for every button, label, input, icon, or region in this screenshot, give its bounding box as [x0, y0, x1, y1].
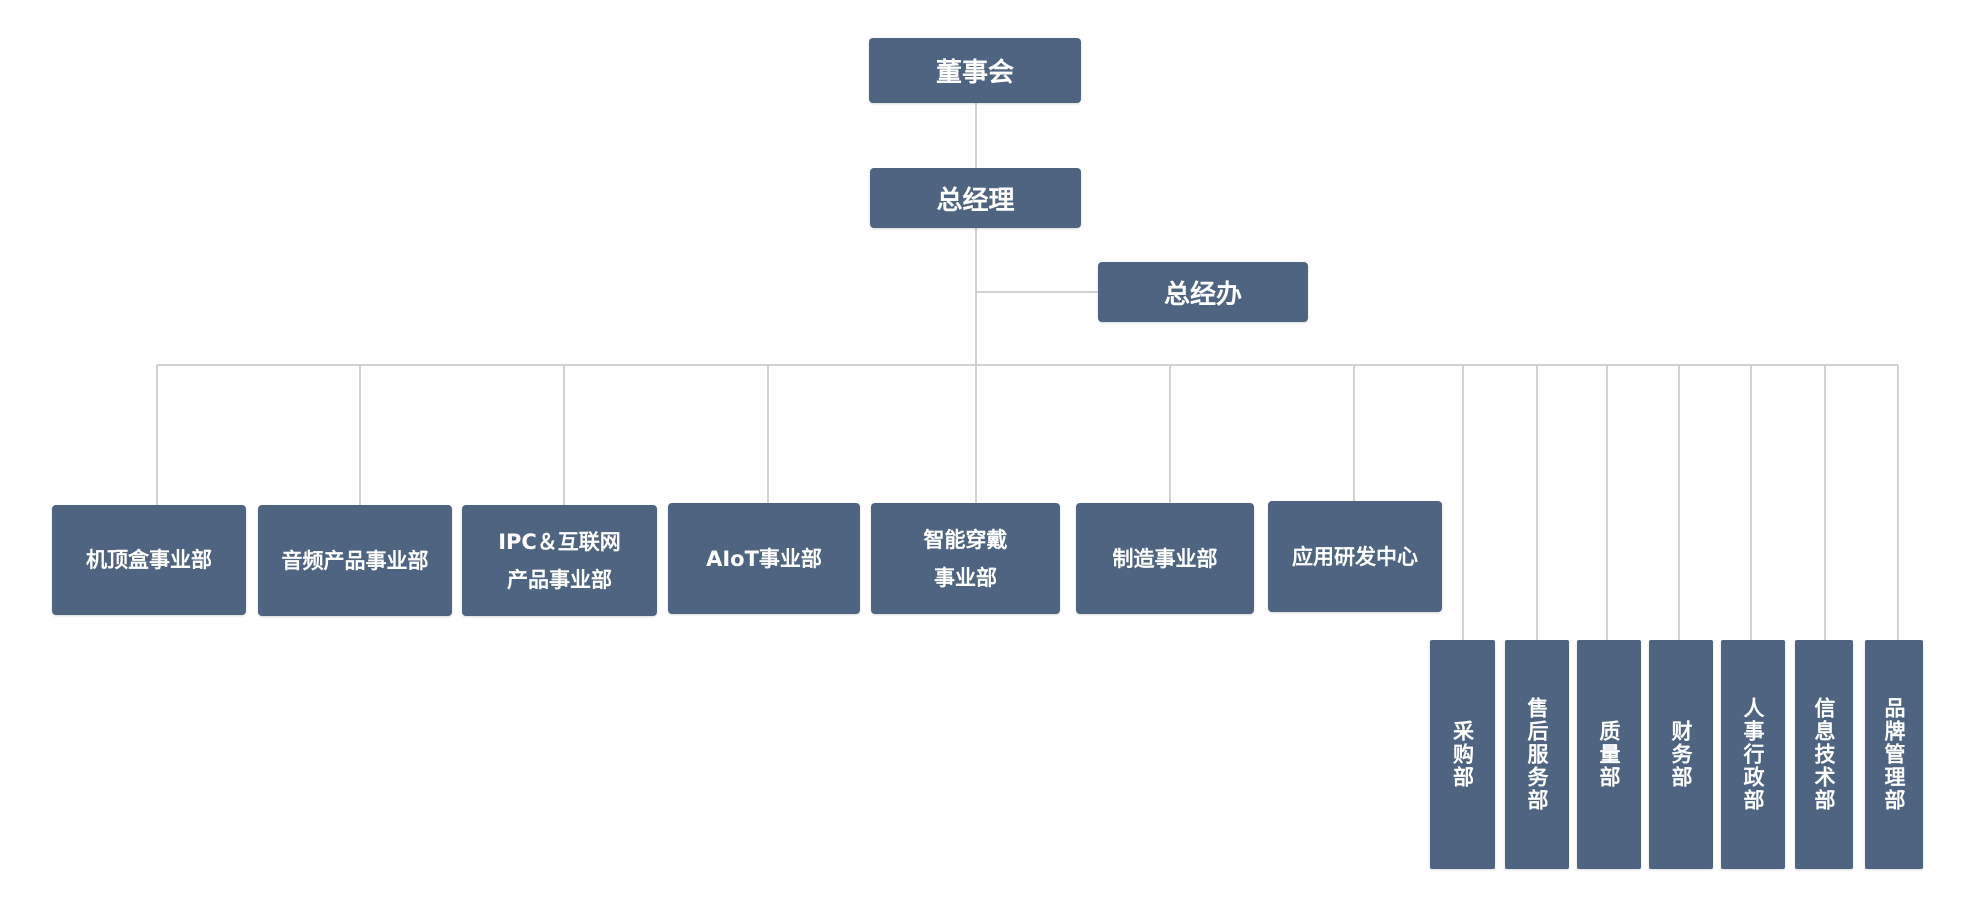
- division-label: AIoT事业部: [706, 546, 822, 571]
- division-label: 应用研发中心: [1292, 544, 1418, 569]
- node-department-it: 信息技术部: [1795, 640, 1853, 869]
- division-label-line-2: 事业部: [934, 565, 997, 590]
- node-general-manager-label: 总经理: [936, 185, 1015, 216]
- node-board: 董事会: [869, 38, 1081, 103]
- node-division-ipc-internet: IPC＆互联网 产品事业部: [462, 505, 657, 616]
- node-board-label: 董事会: [935, 58, 1014, 88]
- department-label: 品牌管理部: [1882, 697, 1906, 812]
- division-label: 机顶盒事业部: [86, 548, 212, 572]
- node-division-aiot: AIoT事业部: [668, 503, 860, 614]
- department-label: 人事行政部: [1741, 697, 1765, 812]
- department-label: 质量部: [1597, 720, 1621, 789]
- department-label: 售后服务部: [1525, 697, 1549, 812]
- node-department-after-sales: 售后服务部: [1505, 640, 1569, 869]
- node-division-manufacturing: 制造事业部: [1076, 503, 1254, 614]
- node-general-manager: 总经理: [870, 168, 1081, 228]
- node-department-quality: 质量部: [1577, 640, 1641, 869]
- node-division-wearables: 智能穿戴 事业部: [871, 503, 1060, 614]
- node-division-set-top-box: 机顶盒事业部: [52, 505, 246, 615]
- node-department-hr-admin: 人事行政部: [1721, 640, 1785, 869]
- node-gm-office: 总经办: [1098, 262, 1308, 322]
- division-label-line-1: IPC＆互联网: [498, 529, 621, 554]
- department-label: 信息技术部: [1812, 697, 1836, 812]
- division-label: 音频产品事业部: [281, 548, 429, 573]
- node-division-audio: 音频产品事业部: [258, 505, 452, 616]
- node-department-finance: 财务部: [1649, 640, 1713, 869]
- division-label-line-1: 智能穿戴: [923, 527, 1008, 552]
- department-label: 采购部: [1450, 720, 1475, 789]
- node-division-app-rd-center: 应用研发中心: [1268, 501, 1442, 612]
- department-label: 财务部: [1669, 720, 1693, 789]
- node-department-procurement: 采购部: [1430, 640, 1495, 869]
- node-department-brand-management: 品牌管理部: [1865, 640, 1923, 869]
- division-label-line-2: 产品事业部: [507, 567, 612, 592]
- node-gm-office-label: 总经办: [1163, 279, 1242, 310]
- division-label: 制造事业部: [1112, 546, 1218, 571]
